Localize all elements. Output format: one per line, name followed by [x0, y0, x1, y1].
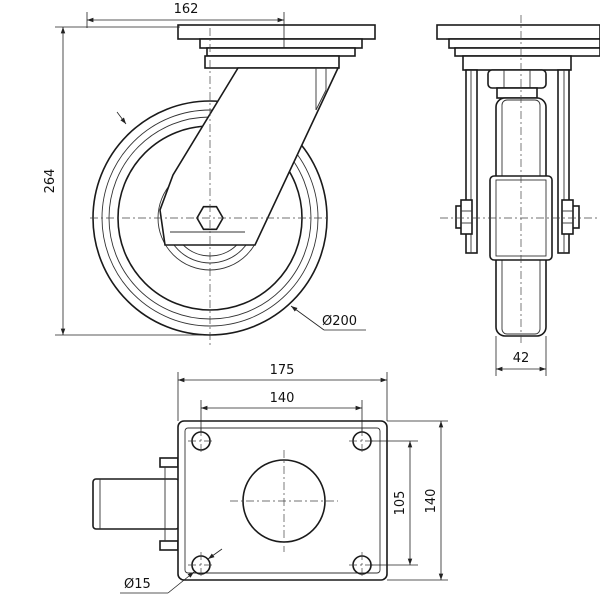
dim-label-175: 175	[270, 363, 295, 378]
dim-label-42: 42	[513, 351, 530, 366]
dim-overall-height: 264	[43, 26, 210, 336]
fork-leg-side	[159, 67, 340, 246]
dim-label-264: 264	[43, 169, 58, 194]
dim-bolt-spacing-long: 140	[200, 391, 363, 432]
top-plate-front	[436, 24, 600, 71]
dim-bolt-spacing-short: 105	[370, 440, 418, 566]
dim-top-plate-length: 162	[86, 2, 285, 48]
dim-label-105: 105	[393, 491, 408, 516]
dim-bolt-hole-diameter: Ø15	[120, 548, 223, 594]
dim-plate-length: 175	[177, 363, 388, 421]
plate-top-view	[92, 420, 388, 581]
dim-wheel-width: 42	[495, 336, 547, 376]
dim-plate-width: 140	[387, 420, 448, 581]
fork-leg-right	[557, 69, 570, 254]
fork-leg-left	[465, 69, 478, 254]
side-view	[90, 24, 376, 345]
dim-label-140-horizontal: 140	[270, 391, 295, 406]
axle-front	[455, 199, 580, 235]
dim-label-200: Ø200	[322, 314, 357, 329]
front-view	[436, 15, 600, 345]
kingpin-nut	[487, 69, 547, 99]
mounting-plate	[177, 420, 388, 581]
dim-label-140-vertical: 140	[424, 489, 439, 514]
wheel-top	[92, 478, 180, 530]
dim-wheel-diameter: Ø200	[290, 305, 366, 331]
dim-label-15: Ø15	[124, 577, 151, 592]
top-plate-side	[177, 24, 376, 69]
dim-label-162: 162	[174, 2, 199, 17]
